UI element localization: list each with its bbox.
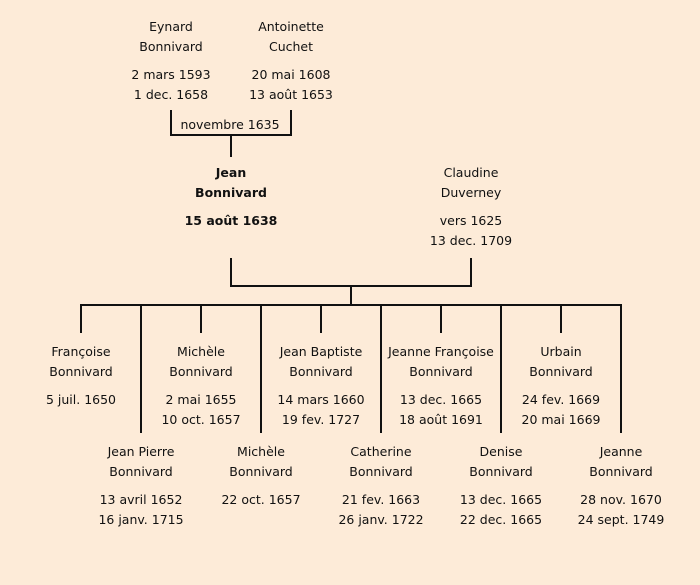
connector-line — [470, 258, 472, 287]
death-date: 20 mai 1669 — [521, 412, 601, 427]
death-date: 22 dec. 1665 — [459, 512, 543, 527]
last-name: Bonnivard — [109, 464, 173, 479]
connector-line — [80, 304, 622, 306]
connector-line — [230, 136, 232, 157]
connector-line — [380, 305, 382, 433]
last-name: Bonnivard — [229, 464, 293, 479]
connector-line — [560, 305, 562, 333]
birth-date: 21 fev. 1663 — [341, 492, 421, 507]
birth-date: 20 mai 1608 — [251, 67, 331, 82]
last-name: Bonnivard — [529, 364, 593, 379]
birth-date: 2 mars 1593 — [131, 67, 211, 82]
last-name: Bonnivard — [169, 364, 233, 379]
birth-date: 13 dec. 1665 — [459, 492, 543, 507]
first-name: Urbain — [540, 344, 582, 359]
birth-date: 14 mars 1660 — [277, 392, 365, 407]
last-name: Bonnivard — [589, 464, 653, 479]
connector-line — [170, 110, 172, 136]
connector-line — [140, 305, 142, 433]
birth-date: 2 mai 1655 — [165, 392, 237, 407]
death-date: 13 août 1653 — [249, 87, 333, 102]
last-name: Bonnivard — [469, 464, 533, 479]
birth-date: 22 oct. 1657 — [221, 492, 301, 507]
marriage-date: novembre 1635 — [180, 117, 280, 132]
last-name: Cuchet — [268, 39, 314, 54]
first-name: Jean — [215, 165, 247, 180]
last-name: Bonnivard — [139, 39, 203, 54]
first-name: Catherine — [350, 444, 412, 459]
last-name: Bonnivard — [409, 364, 473, 379]
death-date: 19 fev. 1727 — [281, 412, 361, 427]
last-name: Bonnivard — [49, 364, 113, 379]
connector-line — [440, 305, 442, 333]
birth-date: vers 1625 — [439, 213, 503, 228]
connector-line — [230, 258, 232, 287]
connector-line — [200, 305, 202, 333]
death-date: 10 oct. 1657 — [161, 412, 241, 427]
person-mother[interactable]: Antoinette Cuchet 20 mai 1608 13 août 16… — [226, 17, 356, 105]
first-name: Claudine — [443, 165, 499, 180]
first-name: Jeanne Françoise — [388, 344, 494, 359]
person-spouse[interactable]: Claudine Duverney vers 1625 13 dec. 1709 — [406, 163, 536, 251]
person-father[interactable]: Eynard Bonnivard 2 mars 1593 1 dec. 1658 — [106, 17, 236, 105]
birth-date: 13 avril 1652 — [99, 492, 183, 507]
connector-line — [260, 305, 262, 433]
first-name: Françoise — [51, 344, 111, 359]
connector-line — [620, 305, 622, 433]
first-name: Eynard — [149, 19, 193, 34]
first-name: Jean Pierre — [107, 444, 175, 459]
connector-line — [290, 110, 292, 136]
first-name: Michèle — [237, 444, 285, 459]
connector-line — [320, 305, 322, 333]
birth-date: 13 dec. 1665 — [399, 392, 483, 407]
connector-line — [170, 134, 292, 136]
birth-date: 28 nov. 1670 — [580, 492, 662, 507]
connector-line — [350, 287, 352, 306]
birth-date: 5 juil. 1650 — [45, 392, 117, 407]
last-name: Bonnivard — [289, 364, 353, 379]
last-name: Duverney — [440, 185, 502, 200]
birth-date: 24 fev. 1669 — [521, 392, 601, 407]
first-name: Denise — [479, 444, 523, 459]
death-date: 18 août 1691 — [399, 412, 483, 427]
death-date: 16 janv. 1715 — [98, 512, 184, 527]
last-name: Bonnivard — [195, 185, 267, 200]
death-date: 24 sept. 1749 — [577, 512, 665, 527]
person-subject[interactable]: Jean Bonnivard 15 août 1638 — [166, 163, 296, 231]
first-name: Jean Baptiste — [279, 344, 363, 359]
connector-line — [80, 305, 82, 333]
last-name: Bonnivard — [349, 464, 413, 479]
death-date: 13 dec. 1709 — [429, 233, 513, 248]
first-name: Michèle — [177, 344, 225, 359]
connector-line — [230, 285, 472, 287]
death-date: 26 janv. 1722 — [338, 512, 424, 527]
first-name: Jeanne — [599, 444, 643, 459]
first-name: Antoinette — [258, 19, 324, 34]
birth-date: 15 août 1638 — [184, 213, 278, 228]
death-date: 1 dec. 1658 — [133, 87, 209, 102]
connector-line — [500, 305, 502, 433]
